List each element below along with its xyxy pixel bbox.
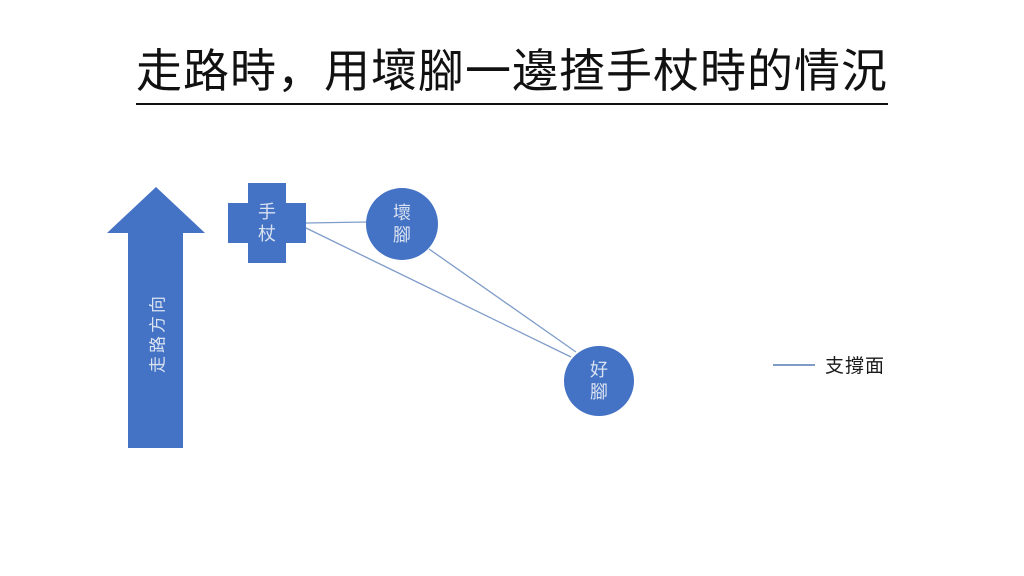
walking-direction-arrow-shape: 走路方向 [107,187,205,448]
title-wrap: 走路時，用壞腳一邊揸手杖時的情況 [0,46,1024,105]
connector-badfoot-goodfoot [428,248,577,353]
connector-cane-badfoot [305,221,368,224]
legend-label: 支撐面 [825,356,886,377]
walking-direction-label: 走路方向 [148,293,168,374]
legend: 支撐面 [773,351,885,378]
slide-title: 走路時，用壞腳一邊揸手杖時的情況 [136,46,888,105]
cane-label: 手 杖 [258,202,276,244]
connector-cane-goodfoot [305,227,572,358]
good-foot-label: 好 腳 [590,360,608,402]
good-foot-circle: 好 腳 [564,346,634,416]
cane-cross-shape: 手 杖 [228,183,306,263]
legend-line-swatch [773,363,815,366]
bad-foot-label: 壞 腳 [393,203,411,245]
bad-foot-circle: 壞 腳 [366,188,438,260]
